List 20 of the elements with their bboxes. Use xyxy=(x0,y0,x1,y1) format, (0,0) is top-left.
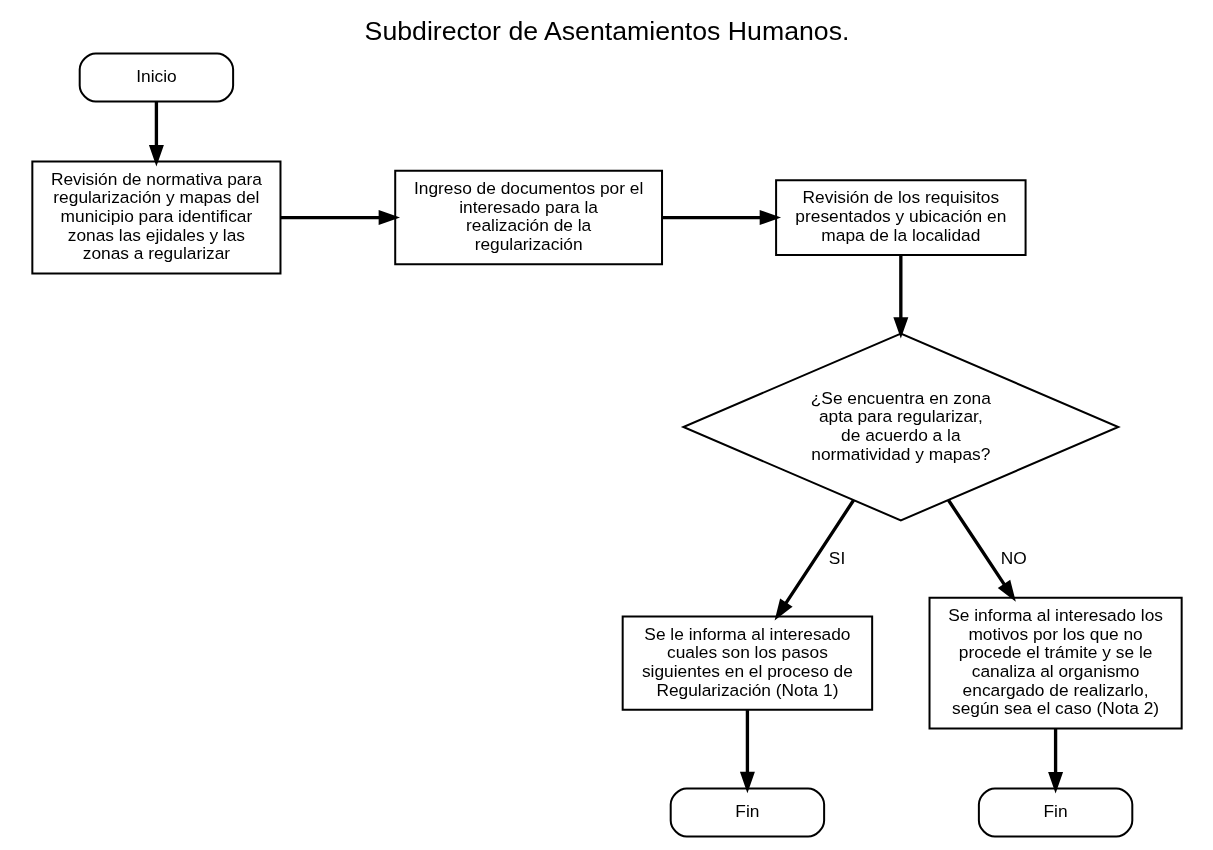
node-box: Ingreso de documentos por el interesado para la realización de la regularización xyxy=(393,169,663,266)
node-diamond: ¿Se encuentra en zona apta para regularizar, de acuerdo a la normatividad y mapas? xyxy=(680,332,1121,522)
arrow xyxy=(739,710,755,794)
arrow xyxy=(280,210,400,226)
arrow xyxy=(1047,728,1063,794)
node-box: Revisión de los requisitos presentados y ubicación en mapa de la localidad xyxy=(774,179,1027,256)
node-box: Inicio xyxy=(78,52,234,103)
edge-label: NO xyxy=(1000,547,1027,568)
node-box: Se informa al interesado los motivos por los que no procede el trámite y se le canaliza al organismo encargado de realizarlo, según sea el caso (Nota 2) xyxy=(928,596,1183,730)
arrow xyxy=(148,101,164,167)
arrow xyxy=(946,499,1016,602)
arrow xyxy=(661,210,781,226)
node-box: Fin xyxy=(977,787,1133,838)
node-box: Se le informa al interesado cuales son los pasos siguientes en el proceso de Regularización (Nota 1) xyxy=(621,615,873,711)
node-box: Fin xyxy=(669,787,825,838)
arrow xyxy=(774,499,855,621)
arrow xyxy=(892,255,908,339)
edge-label: SI xyxy=(828,547,845,568)
node-box: Revisión de normativa para regularización y mapas del municipio para identificar zonas las ejidales y las zonas a regularizar xyxy=(30,160,281,275)
diagram-title: Subdirector de Asentamientos Humanos. xyxy=(364,16,849,47)
